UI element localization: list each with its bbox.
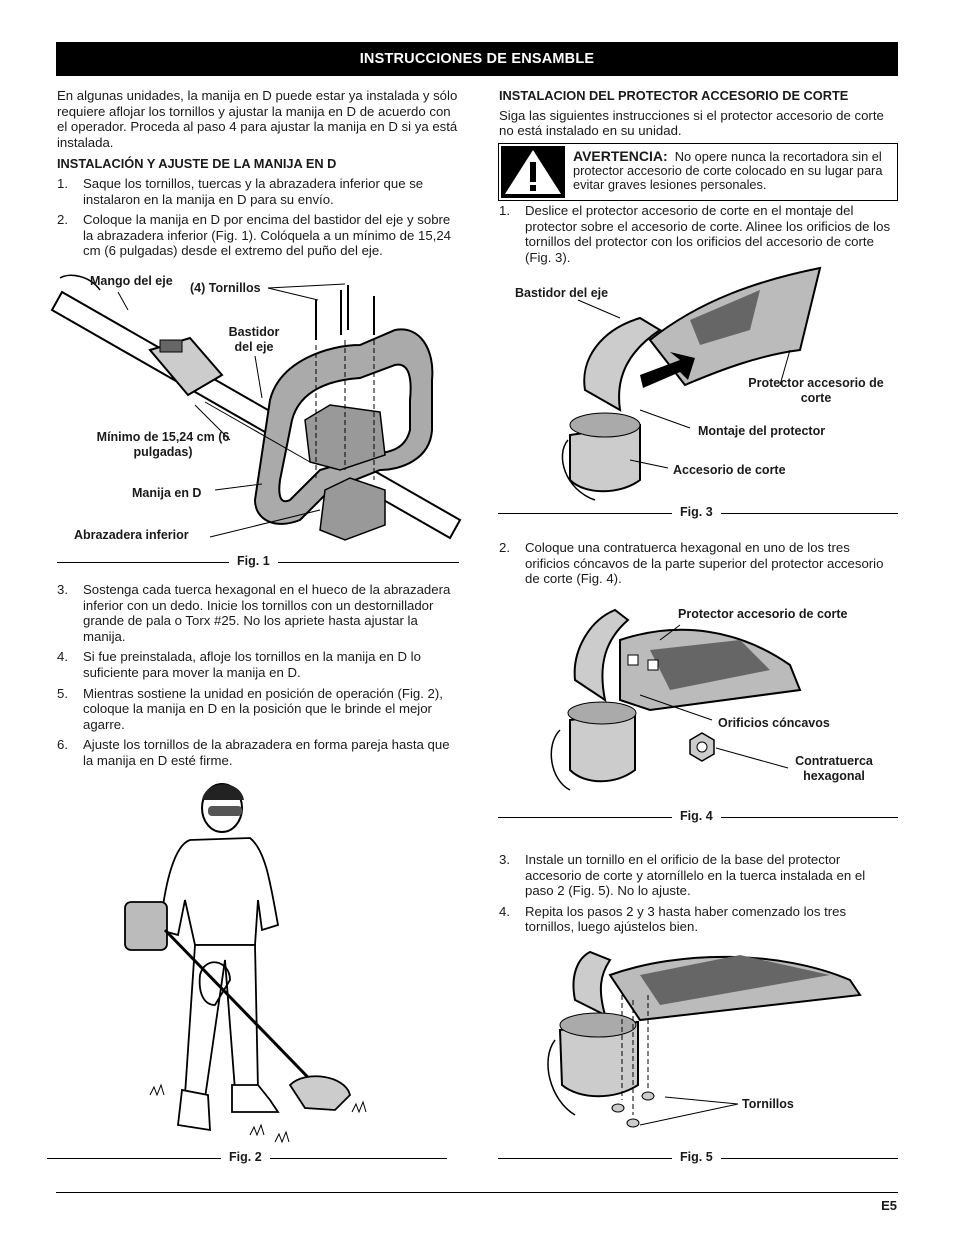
footer-rule	[56, 1192, 898, 1193]
step-item: 2.Coloque la manija en D por encima del …	[57, 212, 451, 259]
fig4-caption: Fig. 4	[672, 809, 721, 823]
fig3-label-bastidor: Bastidor del eje	[515, 286, 609, 300]
fig1-label-bastidor: Bastidor del eje	[228, 325, 280, 354]
fig1-label-minimo: Mínimo de 15,24 cm (6 pulgadas)	[96, 430, 230, 459]
step-item: 3.Sostenga cada tuerca hexagonal en el h…	[57, 582, 451, 644]
step-item: 4.Repita los pasos 2 y 3 hasta haber com…	[499, 903, 847, 935]
section-header: INSTRUCCIONES DE ENSAMBLE	[56, 42, 898, 76]
fig1-label-mango: Mango del eje	[90, 274, 173, 288]
fig2-caption: Fig. 2	[221, 1150, 270, 1164]
dhandle-steps-b: 3.Sostenga cada tuerca hexagonal en el h…	[57, 582, 459, 769]
step-item: 1.Saque los tornillos, tuercas y la abra…	[57, 175, 424, 207]
step-item: 5.Mientras sostiene la unidad en posició…	[57, 685, 443, 732]
fig5-caption: Fig. 5	[672, 1150, 721, 1164]
fig1-caption: Fig. 1	[229, 554, 278, 568]
right-column-top: INSTALACION DEL PROTECTOR ACCESORIO DE C…	[499, 88, 897, 145]
page-number: E5	[881, 1198, 897, 1213]
step-item: 1.Deslice el protector accesorio de cort…	[499, 203, 891, 265]
fig3-label-montaje: Montaje del protector	[698, 424, 826, 438]
fig4-label-contratuerca: Contratuerca hexagonal	[795, 754, 873, 783]
fig4-label-protector: Protector accesorio de corte	[678, 607, 848, 621]
guard-steps-3-4: 3.Instale un tornillo en el orificio de …	[499, 852, 897, 940]
guard-step-1: 1.Deslice el protector accesorio de cort…	[499, 203, 897, 270]
step-item: 2.Coloque una contratuerca hexagonal en …	[499, 540, 884, 587]
step-item: 4.Si fue preinstalada, afloje los tornil…	[57, 649, 421, 680]
guard-step-2: 2.Coloque una contratuerca hexagonal en …	[499, 540, 897, 592]
fig1-label-abrazadera: Abrazadera inferior	[74, 528, 189, 542]
fig3-label-accesorio: Accesorio de corte	[673, 463, 786, 477]
fig3-label-protector: Protector accesorio de corte	[748, 376, 884, 405]
warning-box: AVERTENCIA: No opere nunca la recortador…	[498, 143, 898, 201]
dhandle-subtitle: INSTALACIÓN Y AJUSTE DE LA MANIJA EN D	[57, 156, 337, 172]
guard-intro: Siga las siguientes instrucciones si el …	[499, 107, 884, 139]
fig3-caption: Fig. 3	[672, 505, 721, 519]
step-item: 6.Ajuste los tornillos de la abrazadera …	[57, 737, 450, 768]
fig5-label-tornillos: Tornillos	[742, 1097, 794, 1111]
dhandle-steps-a: 1.Saque los tornillos, tuercas y la abra…	[57, 176, 459, 259]
left-column-bottom: 3.Sostenga cada tuerca hexagonal en el h…	[57, 582, 459, 774]
fig1-label-manija: Manija en D	[132, 486, 202, 500]
fig1-label-tornillos: (4) Tornillos	[190, 281, 261, 295]
warning-text: AVERTENCIA: No opere nunca la recortador…	[573, 149, 891, 192]
warning-icon	[501, 146, 565, 198]
step-item: 3.Instale un tornillo en el orificio de …	[499, 852, 866, 899]
fig4-label-orificios: Orificios cóncavos	[718, 716, 830, 730]
intro-paragraph: En algunas unidades, la manija en D pued…	[57, 88, 458, 150]
warning-title: AVERTENCIA:	[573, 148, 668, 164]
left-column-top: En algunas unidades, la manija en D pued…	[57, 88, 459, 264]
guard-subtitle: INSTALACION DEL PROTECTOR ACCESORIO DE C…	[499, 88, 849, 103]
warning-body: No opere nunca la recortadora sin el pro…	[573, 149, 883, 192]
